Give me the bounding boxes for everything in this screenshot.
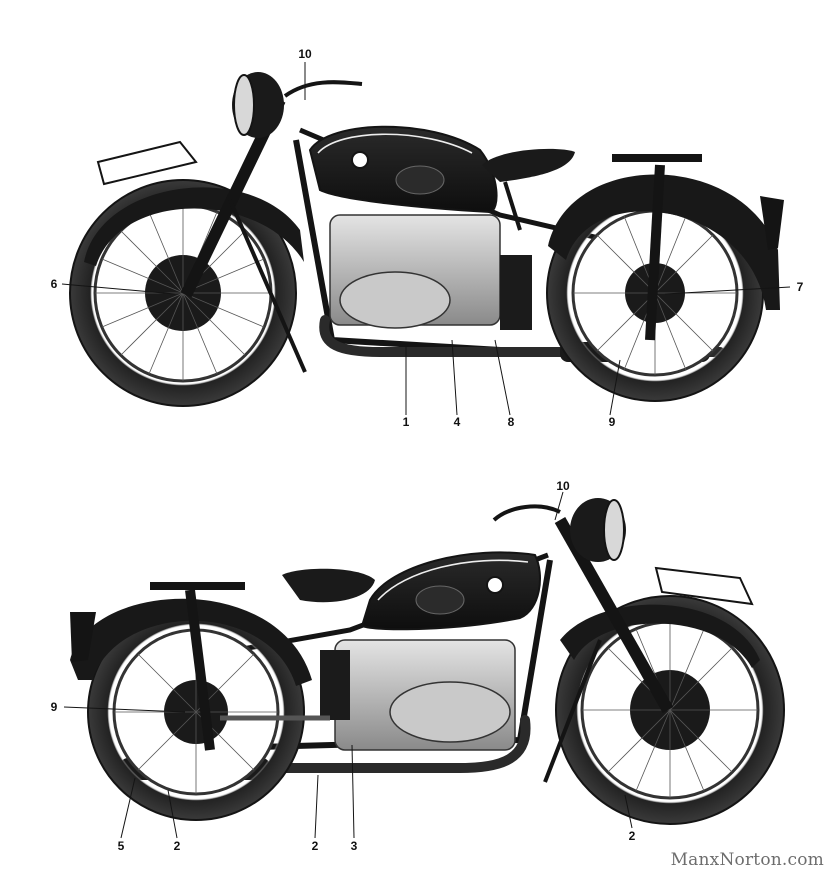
watermark: ManxNorton.com	[670, 850, 824, 870]
motorcycle-side-view-left	[61, 62, 791, 416]
motorcycle-side-view-right	[63, 491, 785, 839]
callout-top-10: 10	[298, 47, 312, 61]
callout-bottom-5: 5	[117, 839, 125, 853]
callout-bottom-9: 9	[50, 700, 58, 714]
callout-bottom-2a: 2	[173, 839, 181, 853]
callout-top-8: 8	[507, 415, 515, 429]
callout-top-9: 9	[608, 415, 616, 429]
callout-top-7: 7	[796, 280, 804, 294]
callout-top-6: 6	[50, 277, 58, 291]
callout-bottom-2b: 2	[311, 839, 319, 853]
callout-bottom-2c: 2	[628, 829, 636, 843]
callout-top-1: 1	[402, 415, 410, 429]
callout-top-4: 4	[453, 415, 461, 429]
callout-bottom-10: 10	[556, 479, 570, 493]
callout-bottom-3: 3	[350, 839, 358, 853]
